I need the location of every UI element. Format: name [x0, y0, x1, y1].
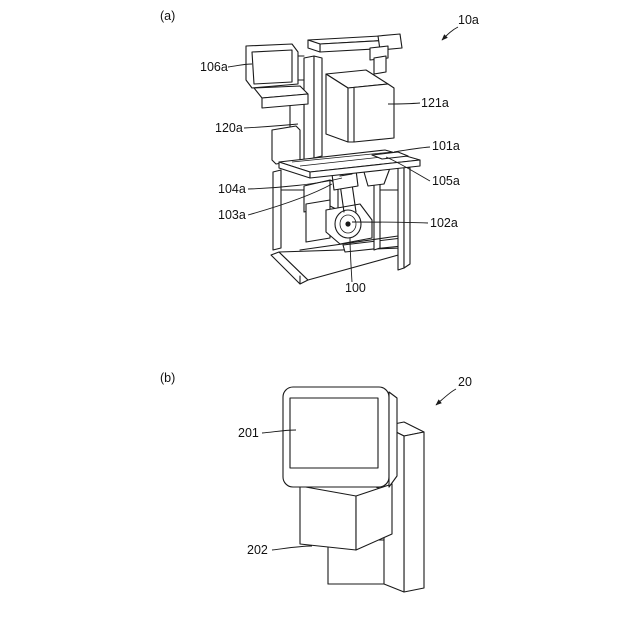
leader-101a: [394, 147, 430, 152]
label-121a: 121a: [421, 96, 449, 110]
display-201: [283, 387, 397, 487]
figure-b: (b) 20 201 202: [160, 371, 472, 592]
label-101a: 101a: [432, 139, 460, 153]
label-106a: 106a: [200, 60, 228, 74]
leader-202: [272, 546, 312, 550]
panel-label-a: (a): [160, 9, 175, 23]
upper-unit-121a: [326, 70, 394, 142]
label-102a: 102a: [430, 216, 458, 230]
panel-label-b: (b): [160, 371, 175, 385]
label-105a: 105a: [432, 174, 460, 188]
device-label-20: 20: [458, 375, 472, 389]
device-arrow-10a: [442, 27, 458, 40]
label-201: 201: [238, 426, 259, 440]
housing-202: [300, 480, 392, 550]
device-arrow-20: [436, 389, 456, 405]
label-100: 100: [345, 281, 366, 295]
label-104a: 104a: [218, 182, 246, 196]
label-120a: 120a: [215, 121, 243, 135]
monitor-106a: [246, 44, 308, 108]
label-103a: 103a: [218, 208, 246, 222]
figure-a: (a) 10a: [160, 9, 479, 295]
device-label-10a: 10a: [458, 13, 479, 27]
label-202: 202: [247, 543, 268, 557]
